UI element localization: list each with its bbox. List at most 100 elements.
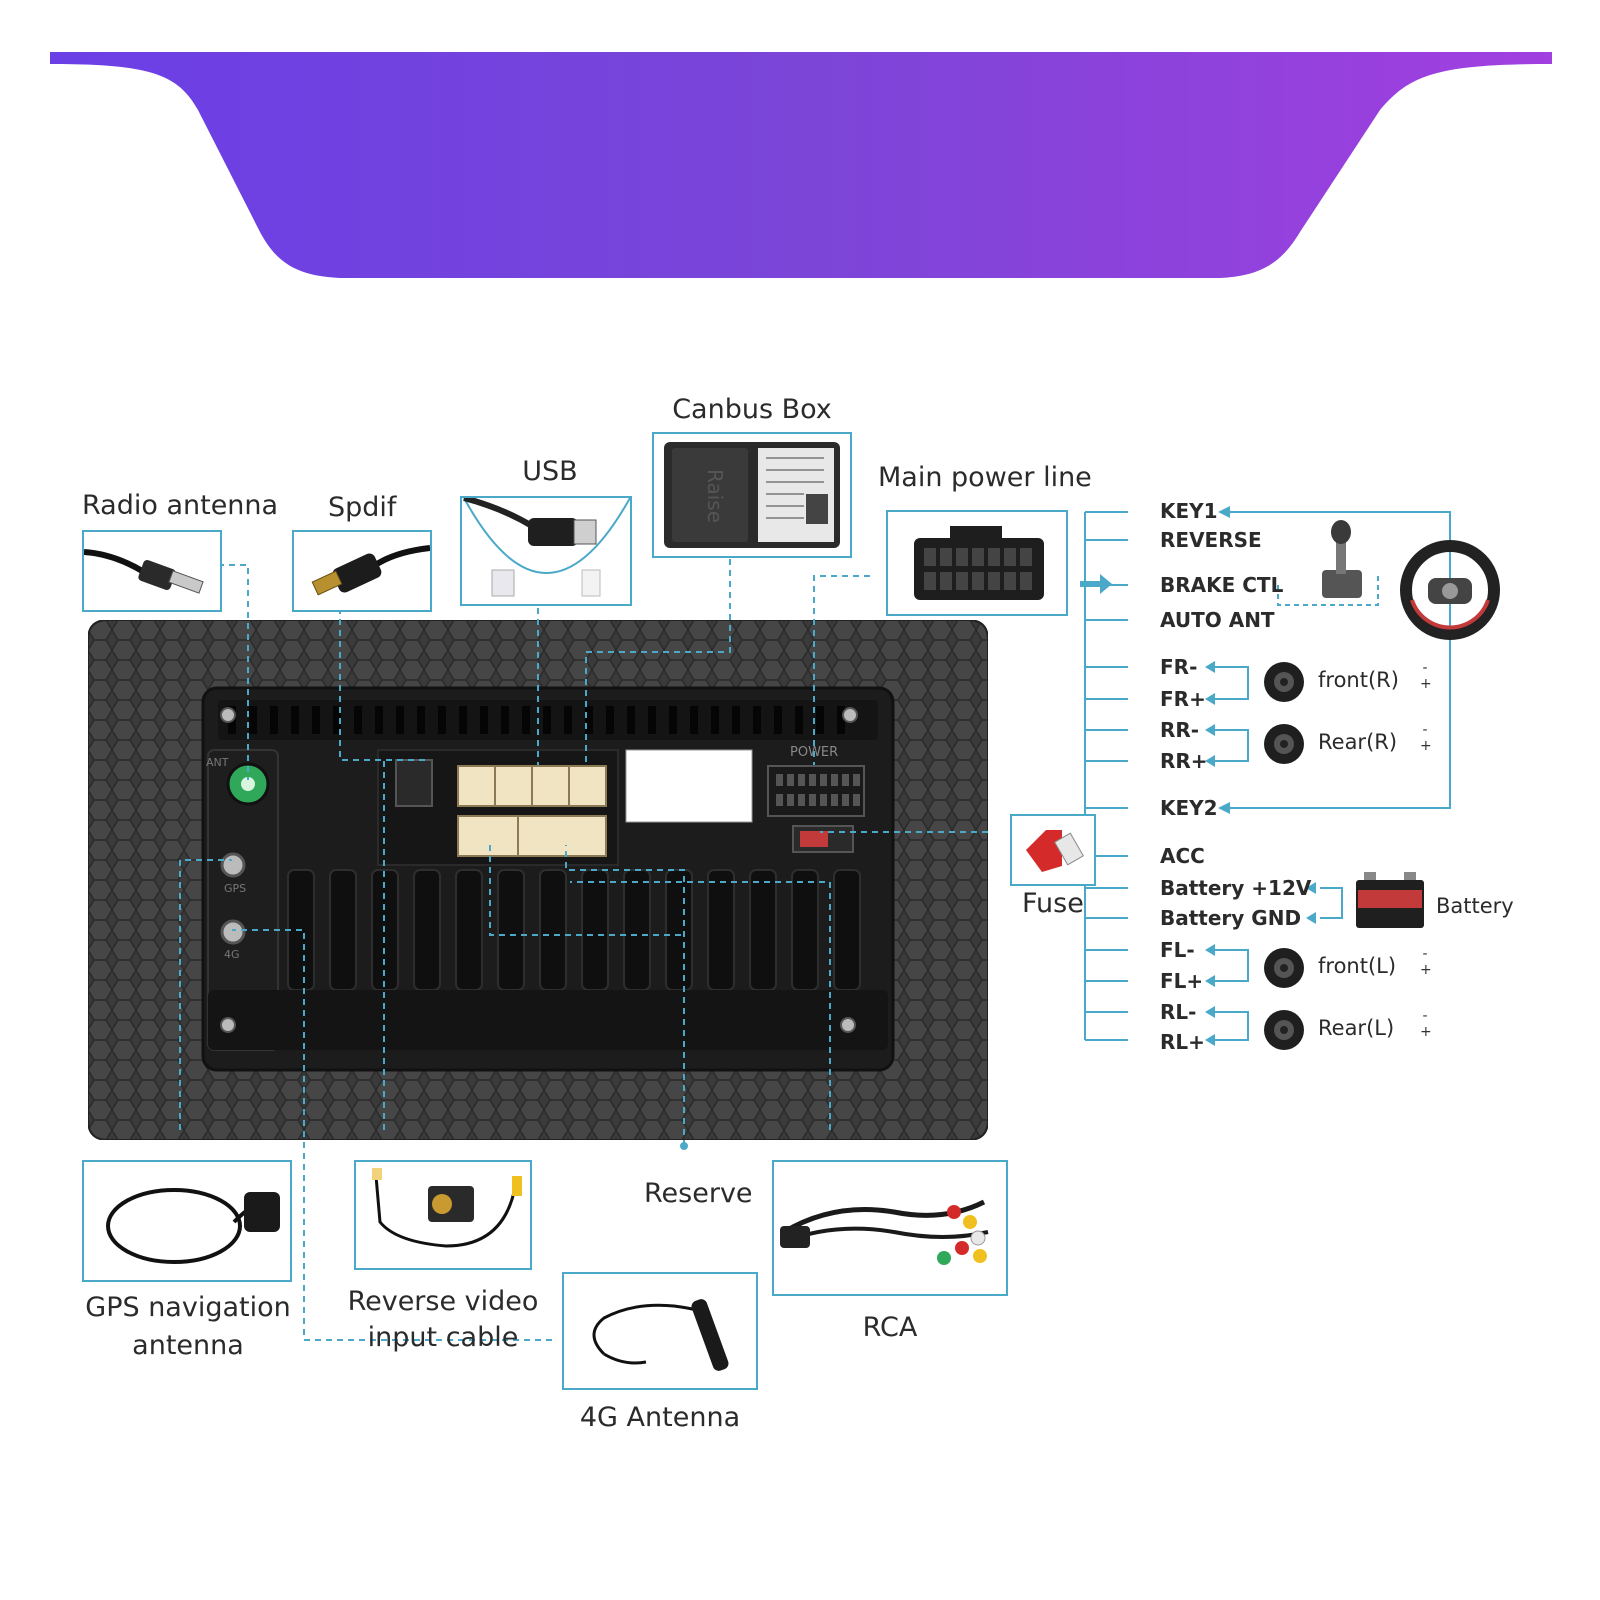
fuse-image	[1010, 814, 1096, 886]
radio-antenna-image	[82, 530, 222, 612]
vent-slat	[627, 706, 635, 734]
vent-slat	[501, 706, 509, 734]
canbus-brand: Raise	[703, 469, 727, 523]
gear-shifter-icon	[1322, 520, 1362, 598]
pin-fl-plus: FL+	[1160, 969, 1204, 993]
vent-slat	[774, 706, 782, 734]
vent-slat	[753, 706, 761, 734]
main-power-line-image	[886, 510, 1068, 616]
main-power-line-label: Main power line	[878, 462, 1092, 493]
vent-slat	[816, 706, 824, 734]
radio-antenna-label: Radio antenna	[82, 490, 279, 521]
vent-slat	[291, 706, 299, 734]
reverse-video-label-line2: input cable	[367, 1322, 519, 1353]
vent-slat	[795, 706, 803, 734]
vent-slat	[732, 706, 740, 734]
vent-slat	[354, 706, 362, 734]
vent-slat	[648, 706, 656, 734]
rca-label: RCA	[862, 1312, 918, 1343]
power-pin	[842, 774, 849, 786]
speaker-rear-l-icon	[1264, 1010, 1304, 1050]
battery-label: Battery	[1436, 894, 1514, 918]
power-pin	[787, 794, 794, 806]
vent-slat	[438, 706, 446, 734]
pin-battery-12v: Battery +12V	[1160, 876, 1312, 900]
power-pin	[798, 774, 805, 786]
spdif-image	[292, 530, 432, 612]
vent-slat	[270, 706, 278, 734]
power-pin	[787, 774, 794, 786]
pin-key2: KEY2	[1160, 796, 1218, 820]
vent-slat	[333, 706, 341, 734]
pin-rr-minus: RR-	[1160, 718, 1200, 742]
power-pin	[842, 794, 849, 806]
rca-cable-image	[772, 1160, 1008, 1296]
vent-slat	[375, 706, 383, 734]
rear-l-polarity: -+	[1420, 1008, 1432, 1040]
vent-slat	[669, 706, 677, 734]
pin-reverse: REVERSE	[1160, 528, 1262, 552]
rear-r-polarity: -+	[1420, 722, 1432, 754]
usb-label: USB	[522, 456, 578, 487]
pin-auto-ant: AUTO ANT	[1160, 608, 1275, 632]
pin-acc: ACC	[1160, 844, 1205, 868]
power-pin	[809, 774, 816, 786]
vent-slat	[459, 706, 467, 734]
power-pin	[776, 794, 783, 806]
pin-brake-ctl: BRAKE CTL	[1160, 573, 1284, 597]
speaker-front-l-icon	[1264, 948, 1304, 988]
speaker-rear-r-label: Rear(R)	[1318, 730, 1398, 754]
steering-wheel-icon	[1400, 540, 1500, 640]
power-pin	[831, 774, 838, 786]
aux-connector	[457, 815, 607, 857]
speaker-front-l-label: front(L)	[1318, 954, 1397, 978]
speaker-rear-r-icon	[1264, 724, 1304, 764]
power-pin	[831, 794, 838, 806]
power-pin	[798, 794, 805, 806]
reverse-camera-image	[354, 1160, 532, 1270]
vent-slat	[522, 706, 530, 734]
canbus-box-image: Raise	[652, 432, 852, 558]
battery-icon	[1356, 872, 1424, 928]
gps-antenna-label-line1: GPS navigation	[85, 1292, 291, 1323]
speaker-rear-l-label: Rear(L)	[1318, 1016, 1395, 1040]
pin-fr-minus: FR-	[1160, 655, 1198, 679]
canbus-box-label: Canbus Box	[672, 394, 832, 425]
power-pin	[820, 794, 827, 806]
pin-rl-minus: RL-	[1160, 1000, 1197, 1024]
4g-port	[220, 919, 246, 945]
vent-slat	[396, 706, 404, 734]
pin-rr-plus: RR+	[1160, 749, 1208, 773]
gps-text: GPS	[224, 882, 246, 895]
4g-antenna-image	[562, 1272, 758, 1390]
vent-slat	[585, 706, 593, 734]
pin-fr-plus: FR+	[1160, 687, 1206, 711]
4g-antenna-label: 4G Antenna	[579, 1402, 741, 1433]
vent-slat	[480, 706, 488, 734]
speaker-front-r-icon	[1264, 662, 1304, 702]
vent-slat	[606, 706, 614, 734]
power-pin	[809, 794, 816, 806]
gps-antenna-image	[82, 1160, 292, 1282]
vent-slat	[564, 706, 572, 734]
vent-slat	[543, 706, 551, 734]
front-l-polarity: -+	[1420, 946, 1432, 978]
vent-slat	[837, 706, 845, 734]
vent-slat	[249, 706, 257, 734]
ant-text: ANT	[206, 756, 229, 769]
pin-key1: KEY1	[1160, 499, 1218, 523]
gps-port	[220, 852, 246, 878]
fuse-label: Fuse	[1022, 888, 1084, 919]
pin-fl-minus: FL-	[1160, 938, 1195, 962]
front-r-polarity: -+	[1420, 660, 1432, 692]
vent-slat	[690, 706, 698, 734]
power-pin	[853, 794, 860, 806]
header-banner	[50, 52, 1552, 278]
vent-slat	[711, 706, 719, 734]
pin-battery-gnd: Battery GND	[1160, 906, 1302, 930]
head-unit-rear-view: ANT GPS 4G POWER	[88, 620, 988, 1140]
reserve-label: Reserve	[644, 1178, 753, 1209]
power-pin	[853, 774, 860, 786]
vent-slat	[312, 706, 320, 734]
pin-rl-plus: RL+	[1160, 1030, 1205, 1054]
